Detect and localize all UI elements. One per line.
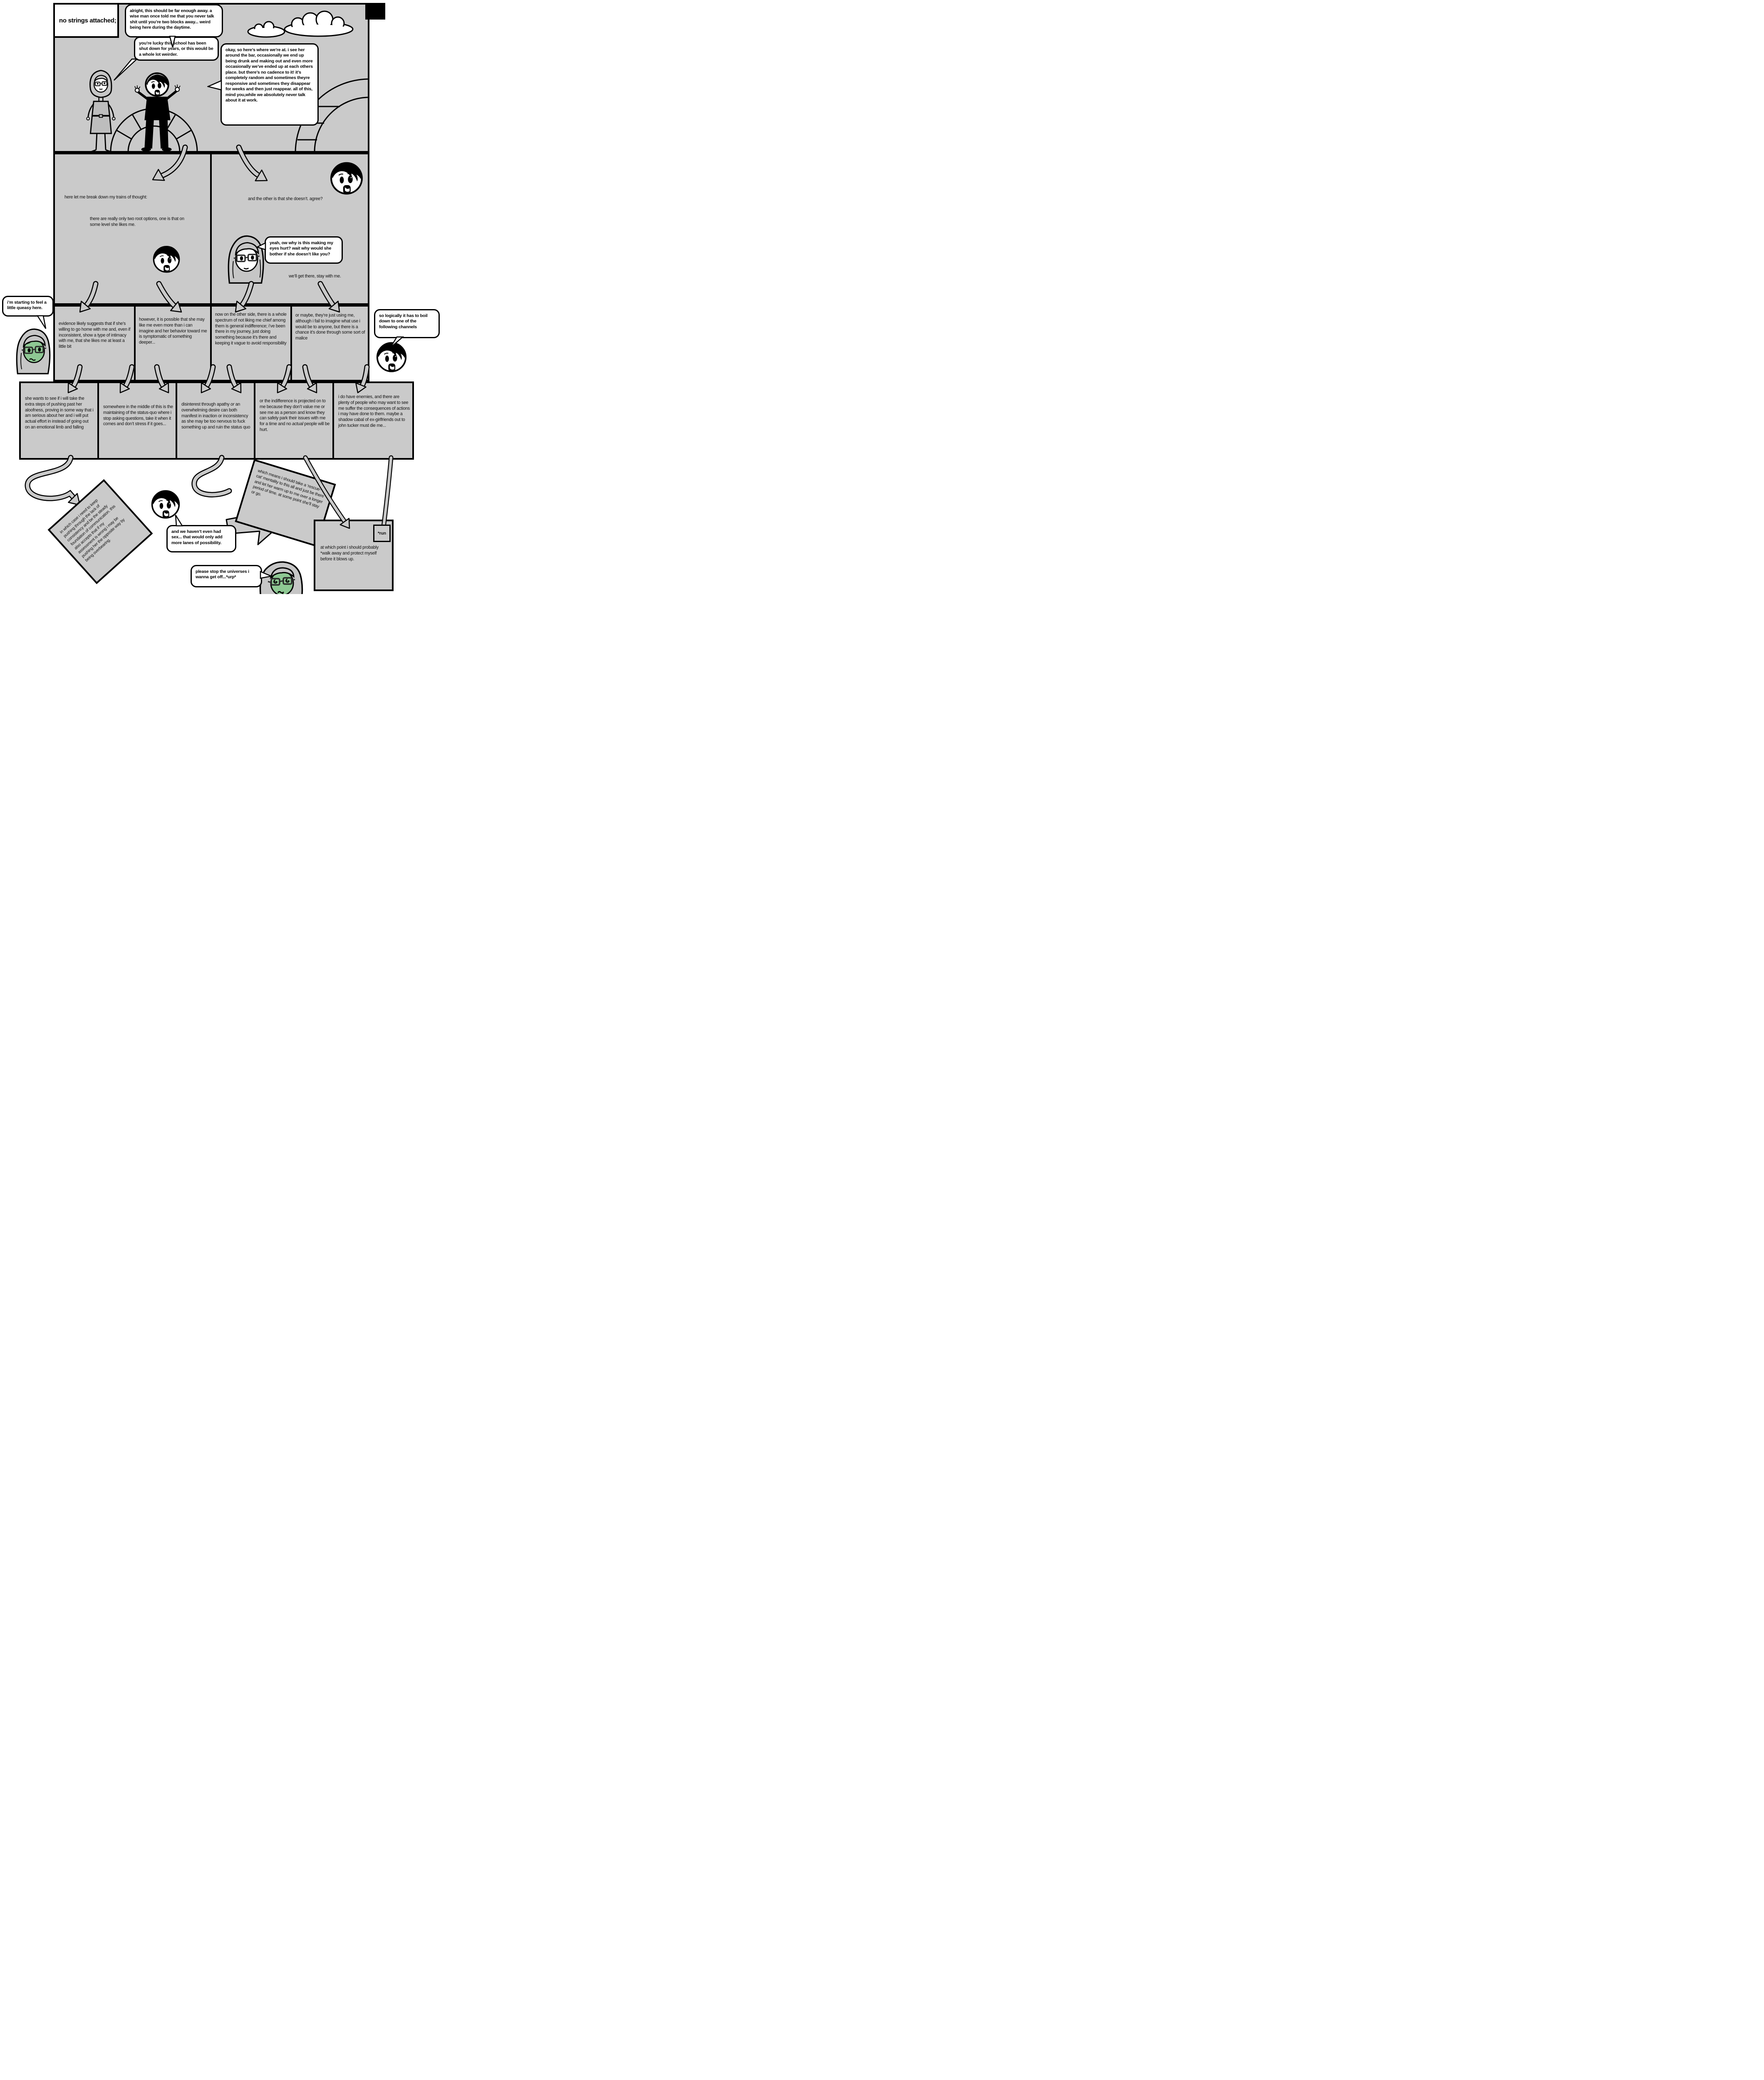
- speech-bubble-urp: please stop the universes i wanna get of…: [191, 565, 262, 587]
- speech-bubble-eyes-hurt: yeah, ow why is this making my eyes hurt…: [265, 236, 343, 264]
- flow-arrow: [355, 364, 370, 394]
- speech-bubble-far-enough: alright, this should be far enough away.…: [125, 4, 223, 37]
- flow-arrow: [236, 144, 268, 181]
- bubble-tail: [207, 80, 222, 91]
- bubble-tail: [169, 36, 176, 48]
- flow-arrow: [235, 281, 254, 313]
- text-run: *run: [378, 531, 386, 536]
- woman-face: [225, 232, 265, 285]
- flow-arrow: [152, 144, 188, 181]
- comic-page: no strings attached; alright, this shoul…: [0, 0, 441, 594]
- text-projected: or the indifference is projected on to m…: [260, 399, 330, 433]
- flow-arrow: [201, 364, 216, 394]
- text-enemies: i do have enemies, and there are plenty …: [338, 394, 410, 428]
- text-segment-italic: or: [230, 402, 235, 407]
- flow-arrow: [226, 364, 242, 394]
- panel-apathy-or-desire: [176, 381, 255, 460]
- flow-arrow: [79, 281, 99, 313]
- bubble-tail: [37, 315, 47, 329]
- cloud: [247, 10, 354, 38]
- run-note-box: *run: [373, 525, 391, 542]
- speech-bubble-queasy: i’m starting to feel a little queasy her…: [2, 296, 54, 317]
- text-however: however, it is possible that she may lik…: [139, 317, 207, 345]
- text-segment: people will be hurt.: [260, 421, 330, 432]
- speech-bubble-boil-down: so logically it has to boil down to one …: [374, 309, 440, 338]
- text-segment-italic: actual: [292, 421, 303, 427]
- panel-other-side: [210, 305, 292, 381]
- speech-bubble-lucky-school: you’re lucky this school has been shut d…: [134, 37, 219, 61]
- flow-arrow: [154, 364, 169, 394]
- text-using-me: or maybe, they’re just using me, althoug…: [295, 313, 365, 341]
- comic-title: no strings attached;: [53, 3, 119, 38]
- loop-arrow: [25, 455, 81, 506]
- speech-bubble-heres-where-were-at: okay, so here’s where we’re at. i see he…: [220, 43, 319, 126]
- text-segment: an overwhelming desire can both manifest…: [181, 402, 250, 430]
- text-option-one: there are really only two root options, …: [90, 216, 184, 227]
- bubble-tail: [256, 242, 266, 250]
- text-well-get-there: we’ll get there, stay with me.: [289, 274, 341, 279]
- loop-arrow: [191, 455, 232, 498]
- flow-arrow: [156, 281, 182, 313]
- panel-enemies: [332, 381, 414, 460]
- text-final: at which point i should probably *walk a…: [320, 545, 379, 562]
- flow-arrow: [317, 281, 340, 313]
- text-extra-steps: she wants to see if i will take the extr…: [25, 396, 94, 430]
- text-option-two: and the other is that she doesn’t. agree…: [248, 196, 323, 201]
- text-segment: or the indifference is projected on to m…: [260, 399, 326, 427]
- panel-train-left: [53, 153, 212, 305]
- flow-arrow: [302, 364, 317, 394]
- text-other-side: now on the other side, there is a whole …: [215, 312, 287, 346]
- man-figure: [134, 72, 181, 153]
- green-woman-face: [13, 326, 52, 374]
- speech-bubble-sex: and we haven’t even had sex... that woul…: [166, 525, 236, 552]
- corner-box: [365, 3, 385, 20]
- bubble-tail: [175, 515, 183, 527]
- man-face: [330, 160, 364, 195]
- man-face: [152, 243, 181, 274]
- text-apathy-or-desire: disinterest through apathy or an overwhe…: [181, 402, 251, 431]
- bubble-tail: [389, 336, 404, 348]
- flow-arrow: [303, 455, 350, 529]
- text-status-quo: somewhere in the middle of this is the m…: [103, 404, 173, 427]
- flow-arrow: [119, 364, 135, 394]
- text-segment: disinterest through apathy: [181, 402, 231, 407]
- flow-arrow: [67, 364, 83, 394]
- bubble-tail: [260, 571, 272, 579]
- bubble-tail: [114, 58, 138, 81]
- flow-arrow: [277, 364, 292, 394]
- text-trains-intro: here let me break down my trains of thou…: [64, 195, 147, 200]
- text-evidence: evidence likely suggests that if she’s w…: [59, 321, 131, 349]
